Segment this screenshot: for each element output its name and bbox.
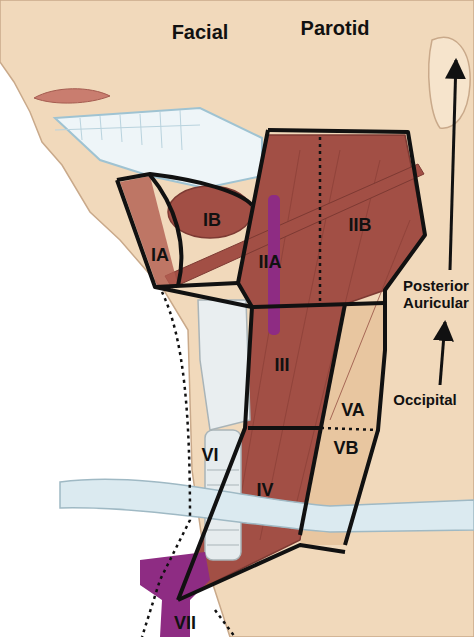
level-label: IIB (348, 215, 371, 236)
great-vessels (140, 552, 210, 637)
region-label: Facial (172, 21, 229, 44)
level-label: VII (174, 613, 196, 634)
node-group-label: Occipital (393, 391, 456, 408)
level-label: IV (256, 480, 273, 501)
ear (429, 37, 470, 128)
level-label: IIA (258, 252, 281, 273)
teeth (55, 110, 200, 150)
level-label: VI (201, 445, 218, 466)
level-label: VA (341, 400, 365, 421)
level-label: III (274, 355, 289, 376)
lips (34, 89, 110, 103)
submandibular-gland (168, 186, 252, 238)
clavicle (60, 479, 474, 532)
dotted-boundaries (142, 137, 380, 637)
node-group-label: Posterior Auricular (401, 277, 471, 312)
level-label: IA (151, 245, 169, 266)
region-label: Parotid (301, 17, 370, 40)
pointer-arrows (440, 60, 456, 385)
level-label: IB (203, 210, 221, 231)
level-boundaries (117, 130, 425, 600)
larynx (198, 300, 250, 430)
level-label: VB (333, 438, 358, 459)
